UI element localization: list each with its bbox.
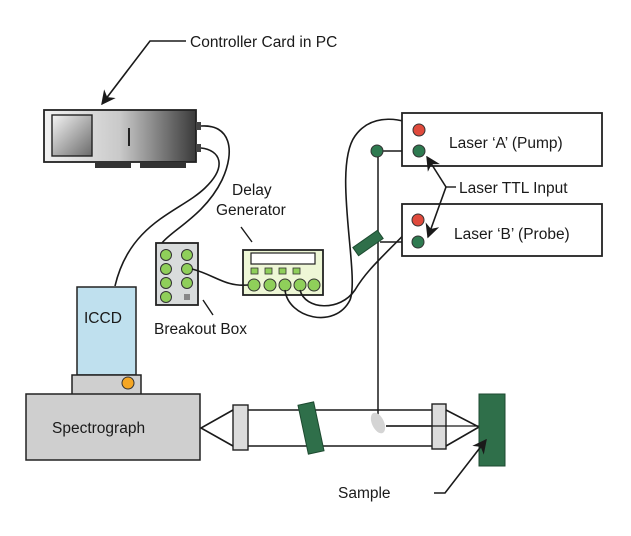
delay-generator-connector <box>307 278 321 292</box>
delay-generator-connector <box>293 278 307 292</box>
delay-generator-button[interactable] <box>264 267 273 275</box>
laser-b-red-port <box>411 213 425 227</box>
card-port <box>196 144 201 152</box>
delay-generator-button[interactable] <box>278 267 287 275</box>
turning-mirror <box>370 412 386 434</box>
controller-card <box>43 109 201 168</box>
iccd-indicator-light <box>121 376 135 390</box>
delay-generator-connector <box>247 278 261 292</box>
delay-generator-connector <box>278 278 292 292</box>
cable-delay-to-laser-b <box>299 219 419 307</box>
breakout-connector <box>160 263 172 275</box>
cable-card-to-iccd <box>114 147 220 287</box>
controller-card-window <box>51 114 93 157</box>
delay-generator-button[interactable] <box>250 267 259 275</box>
delay-generator-pointer <box>240 226 253 243</box>
sample-callout-arrow <box>434 438 487 494</box>
cable-card-to-breakout <box>161 125 230 244</box>
card-port <box>196 122 201 130</box>
laser-a-ttl-port <box>412 144 426 158</box>
probe-dichroic-mirror <box>352 229 384 257</box>
breakout-connector <box>181 277 193 289</box>
laser-b-ttl-port <box>411 235 425 249</box>
focus-cone-left <box>199 409 234 447</box>
ttl-arrow-to-laser-a <box>426 155 447 188</box>
breakout-connector <box>181 263 193 275</box>
cable-breakout-to-delay <box>191 268 249 286</box>
laser-ttl-input-label: Laser TTL Input <box>459 180 568 197</box>
cable-delay-to-laser-a <box>284 118 419 319</box>
delay-generator-display <box>250 252 316 265</box>
breakout-box <box>155 242 199 306</box>
card-edge-connector <box>140 162 186 168</box>
laser-a: Laser ‘A’ (Pump) <box>401 112 603 167</box>
focus-cone-right <box>445 409 481 447</box>
laser-b: Laser ‘B’ (Probe) <box>401 203 603 257</box>
ttl-arrow-to-laser-b <box>425 186 447 239</box>
card-edge-connector <box>95 162 131 168</box>
breakout-box-label: Breakout Box <box>154 321 247 338</box>
sample-label: Sample <box>338 485 391 502</box>
spectrograph-label: Spectrograph <box>52 420 145 437</box>
delay-generator <box>242 249 324 296</box>
iccd-label: ICCD <box>84 310 122 327</box>
pump-beam-mirror <box>370 144 384 158</box>
breakout-connector <box>160 291 172 303</box>
breakout-connector <box>160 277 172 289</box>
breakout-indicator <box>184 294 190 300</box>
laser-a-red-port <box>412 123 426 137</box>
controller-card-label: Controller Card in PC <box>190 34 337 51</box>
collection-lens-left <box>232 404 249 451</box>
laser-b-label: Laser ‘B’ (Probe) <box>454 226 570 243</box>
laser-a-label: Laser ‘A’ (Pump) <box>449 135 563 152</box>
delay-generator-label-line1: Delay <box>232 182 272 199</box>
filter-optic <box>297 401 325 455</box>
spectrograph <box>25 393 201 461</box>
controller-card-callout-arrow <box>101 40 186 106</box>
breakout-connector <box>181 249 193 261</box>
breakout-box-pointer <box>202 299 214 316</box>
breakout-connector <box>160 249 172 261</box>
delay-generator-button[interactable] <box>292 267 301 275</box>
delay-generator-connector <box>263 278 277 292</box>
sample <box>478 393 506 467</box>
iccd-camera <box>76 286 137 376</box>
delay-generator-label-line2: Generator <box>216 202 286 219</box>
